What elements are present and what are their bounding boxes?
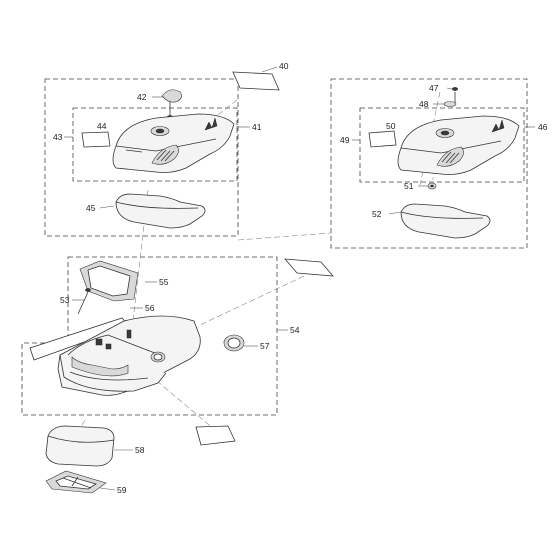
part-50-decal-right [368, 130, 397, 148]
callout-43: 43 [53, 132, 63, 142]
callout-40: 40 [279, 61, 289, 71]
callout-45: 45 [86, 203, 96, 213]
part-42-knob [161, 89, 182, 119]
part-47-screw [451, 87, 459, 104]
callout-54: 54 [290, 325, 300, 335]
callout-50: 50 [386, 121, 396, 131]
part-53-bolt [77, 288, 91, 315]
part-51-nut [427, 182, 437, 190]
callout-59: 59 [117, 485, 127, 495]
callout-57: 57 [260, 341, 270, 351]
part-59-grid [45, 470, 107, 494]
callout-46: 46 [538, 122, 548, 132]
callout-53: 53 [60, 295, 70, 305]
part-48-washer [443, 101, 457, 107]
callout-58: 58 [135, 445, 145, 455]
part-41-top-cover-left [112, 113, 235, 173]
part-58-pre-filter [45, 425, 115, 467]
part-44-decal-left [81, 131, 111, 148]
callout-42: 42 [137, 92, 147, 102]
callout-55: 55 [159, 277, 169, 287]
part-45-filter-left [115, 193, 206, 229]
callout-numbers: 40 42 41 43 44 45 47 48 46 49 50 51 52 5… [53, 61, 548, 495]
leader-lines [64, 66, 535, 491]
part-57-grommet [223, 334, 245, 352]
callout-44: 44 [97, 121, 107, 131]
callout-51: 51 [404, 181, 414, 191]
part-55-gasket [79, 260, 139, 302]
callout-47: 47 [429, 83, 439, 93]
part-label-plate-lower [195, 425, 236, 446]
subgroup-box-right-cover [359, 107, 525, 183]
part-40-label-plate [232, 71, 280, 91]
callout-56: 56 [145, 303, 155, 313]
group-box-right-cover [330, 78, 528, 249]
callout-49: 49 [340, 135, 350, 145]
part-52-filter-right [400, 203, 491, 239]
subgroup-box-left-cover [72, 107, 238, 182]
callout-48: 48 [419, 99, 429, 109]
part-46-top-cover-right [397, 115, 520, 175]
callout-52: 52 [372, 209, 382, 219]
part-label-plate-mid [284, 258, 334, 277]
group-box-left-cover [44, 78, 239, 237]
callout-41: 41 [252, 122, 262, 132]
part-54-housing-base [57, 315, 201, 396]
